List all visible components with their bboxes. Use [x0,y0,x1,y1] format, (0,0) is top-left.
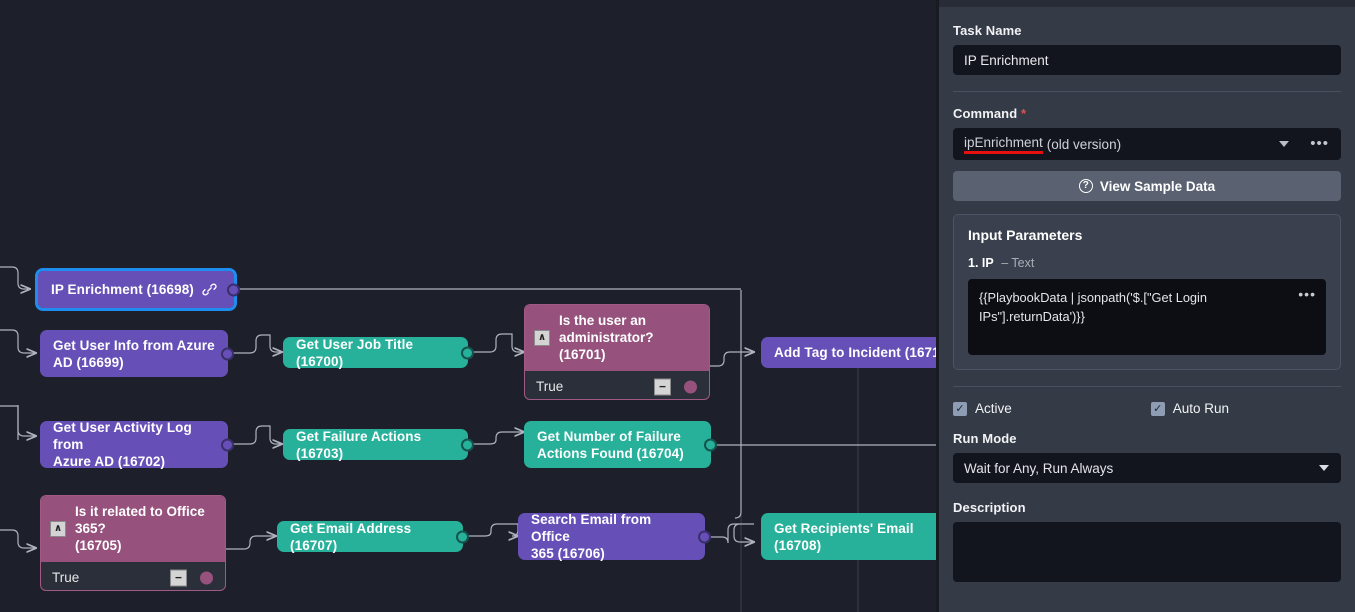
required-marker: * [1020,106,1027,121]
node-output-port[interactable] [461,438,474,451]
node-label: IP Enrichment (16698) [51,282,194,297]
panel-top-bar [939,0,1355,7]
node-label: Get Email Address (16707) [290,520,412,553]
active-label: Active [975,401,1012,416]
parameter-type: – Text [1001,256,1035,270]
parameter-name: IP [981,256,994,270]
auto-run-checkbox-item[interactable]: ✓ Auto Run [1150,401,1230,416]
link-icon[interactable] [202,282,218,298]
condition-branches: True − False [41,562,225,590]
branch-label: True [536,379,564,394]
branch-output-port[interactable] [684,380,697,393]
input-parameters-title: Input Parameters [968,227,1083,243]
run-mode-value: Wait for Any, Run Always [964,460,1114,476]
node-label: Add Tag to Incident (16710) [774,345,936,360]
parameter-header: 1. IP – Text [968,256,1326,270]
task-name-value: IP Enrichment [964,52,1049,68]
node-ip-enrichment[interactable]: IP Enrichment (16698) [35,268,240,311]
task-name-label: Task Name [953,23,1022,38]
node-label: Get User Info from Azure AD (16699) [53,337,215,370]
chevron-up-icon[interactable]: ∧ [50,520,66,537]
node-search-email-office365[interactable]: Search Email from Office 365 (16706) [518,512,711,561]
minus-icon[interactable]: − [654,378,671,395]
node-label: Get User Activity Log from Azure AD (167… [53,420,192,469]
view-sample-data-label: View Sample Data [1099,178,1216,194]
condition-title: Is it related to Office 365? (16705) [75,504,205,553]
node-output-port[interactable] [227,283,240,296]
branch-output-port[interactable] [200,571,213,584]
edge-layer [0,266,936,612]
parameter-more-icon[interactable]: ••• [1298,286,1316,302]
command-more-icon[interactable]: ••• [1310,135,1329,152]
condition-title: Is the user an administrator? (16701) [559,313,654,362]
command-name: ipEnrichment [964,135,1043,154]
chevron-down-icon[interactable] [1319,465,1329,471]
parameter-value-input[interactable]: {{PlaybookData | jsonpath('$.["Get Login… [968,279,1326,355]
node-label: Get Number of Failure Actions Found (167… [537,428,684,461]
node-label: Get Recipients' Email (16708) [774,520,914,553]
node-output-port[interactable] [456,530,469,543]
node-label: Get User Job Title (16700) [296,336,414,369]
task-name-input[interactable]: IP Enrichment [953,45,1341,75]
node-get-user-activity-log[interactable]: Get User Activity Log from Azure AD (167… [40,420,234,469]
minus-icon[interactable]: − [170,569,187,586]
auto-run-label: Auto Run [1172,401,1230,416]
node-get-number-of-failure-actions[interactable]: Get Number of Failure Actions Found (167… [524,421,717,468]
node-get-recipients-email[interactable]: Get Recipients' Email (16708) [761,513,936,560]
check-icon[interactable]: ✓ [953,401,967,416]
divider [953,91,1341,92]
node-output-port[interactable] [461,346,474,359]
question-circle-icon: ? [1078,179,1093,193]
task-properties-panel: Task Name IP Enrichment Command * ipEnri… [936,0,1355,612]
command-label: Command * [953,106,1341,121]
condition-branches: True − False [525,371,709,399]
condition-header: ∧ Is the user an administrator? (16701) [525,305,709,371]
command-label-text: Command [953,106,1018,121]
run-mode-select[interactable]: Wait for Any, Run Always [953,453,1341,483]
chevron-up-icon[interactable]: ∧ [534,329,550,346]
description-textarea[interactable] [953,522,1341,582]
parameter-value: {{PlaybookData | jsonpath('$.["Get Login… [979,290,1208,324]
view-sample-data-button[interactable]: ? View Sample Data [953,171,1341,201]
node-get-user-info[interactable]: Get User Info from Azure AD (16699) [40,330,234,377]
node-output-port[interactable] [704,438,717,451]
divider [953,386,1341,387]
parameter-index: 1. [968,256,979,270]
command-select[interactable]: ipEnrichment (old version) ••• [953,128,1341,160]
node-get-user-job-title[interactable]: Get User Job Title (16700) [283,336,474,369]
condition-header: ∧ Is it related to Office 365? (16705) [41,496,225,562]
description-label: Description [953,500,1026,515]
chevron-down-icon[interactable] [1279,141,1289,147]
condition-branch-true[interactable]: True − [525,373,709,399]
node-output-port[interactable] [698,530,711,543]
panel-scrollbar[interactable] [1346,7,1355,612]
branch-label: True [52,570,80,585]
node-get-failure-actions[interactable]: Get Failure Actions (16703) [283,428,474,461]
playbook-canvas[interactable]: IP Enrichment (16698) Get User Info from… [0,0,936,612]
node-label: Get Failure Actions (16703) [296,428,422,461]
node-output-port[interactable] [221,347,234,360]
active-checkbox-item[interactable]: ✓ Active [953,401,1012,416]
condition-node-is-related-office365[interactable]: ∧ Is it related to Office 365? (16705) T… [40,495,226,591]
node-output-port[interactable] [221,438,234,451]
condition-node-is-user-administrator[interactable]: ∧ Is the user an administrator? (16701) … [524,304,710,400]
node-label: Search Email from Office 365 (16706) [531,512,652,561]
node-get-email-address[interactable]: Get Email Address (16707) [277,520,469,553]
node-add-tag-to-incident[interactable]: Add Tag to Incident (16710) [761,337,936,368]
condition-branch-true[interactable]: True − [41,564,225,590]
input-parameters-card: Input Parameters 1. IP – Text {{Playbook… [953,214,1341,370]
command-version-note: (old version) [1046,136,1122,152]
check-icon[interactable]: ✓ [1150,401,1165,416]
toggles-row: ✓ Active ✓ Auto Run [953,401,1341,416]
run-mode-label: Run Mode [953,431,1017,446]
